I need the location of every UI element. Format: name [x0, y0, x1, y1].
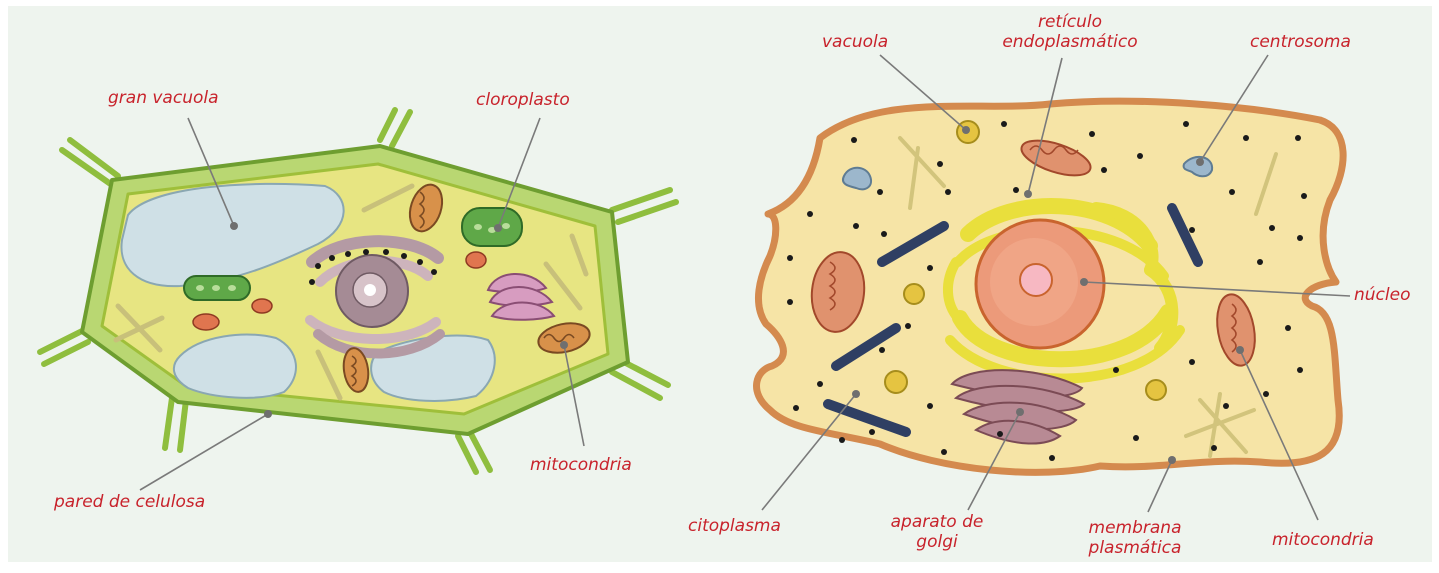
- label-plant-mitocondria: mitocondria: [530, 455, 632, 475]
- label-cloroplasto: cloroplasto: [476, 90, 570, 110]
- animal-cell: [757, 101, 1344, 472]
- label-golgi-line1: aparato de: [868, 512, 1006, 532]
- label-membrana-line2: plasmática: [1066, 538, 1204, 558]
- label-membrana-plasmatica: membrana plasmática: [1066, 518, 1204, 558]
- chloroplast-main: [462, 208, 522, 246]
- label-centrosoma: centrosoma: [1250, 32, 1351, 52]
- label-golgi-line2: golgi: [868, 532, 1006, 552]
- label-pared-de-celulosa: pared de celulosa: [54, 492, 205, 512]
- label-animal-mitocondria: mitocondria: [1272, 530, 1374, 550]
- label-citoplasma: citoplasma: [688, 516, 781, 536]
- label-aparato-de-golgi: aparato de golgi: [868, 512, 1006, 552]
- label-vacuola: vacuola: [822, 32, 888, 52]
- label-gran-vacuola: gran vacuola: [108, 88, 219, 108]
- label-reticulo-endoplasmatico: retículo endoplasmático: [972, 12, 1168, 52]
- label-membrana-line1: membrana: [1066, 518, 1204, 538]
- blue-vesicle: [843, 168, 871, 190]
- label-reticulo-line2: endoplasmático: [972, 32, 1168, 52]
- chloroplast-left: [184, 276, 250, 300]
- label-reticulo-line1: retículo: [972, 12, 1168, 32]
- label-nucleo: núcleo: [1354, 285, 1410, 305]
